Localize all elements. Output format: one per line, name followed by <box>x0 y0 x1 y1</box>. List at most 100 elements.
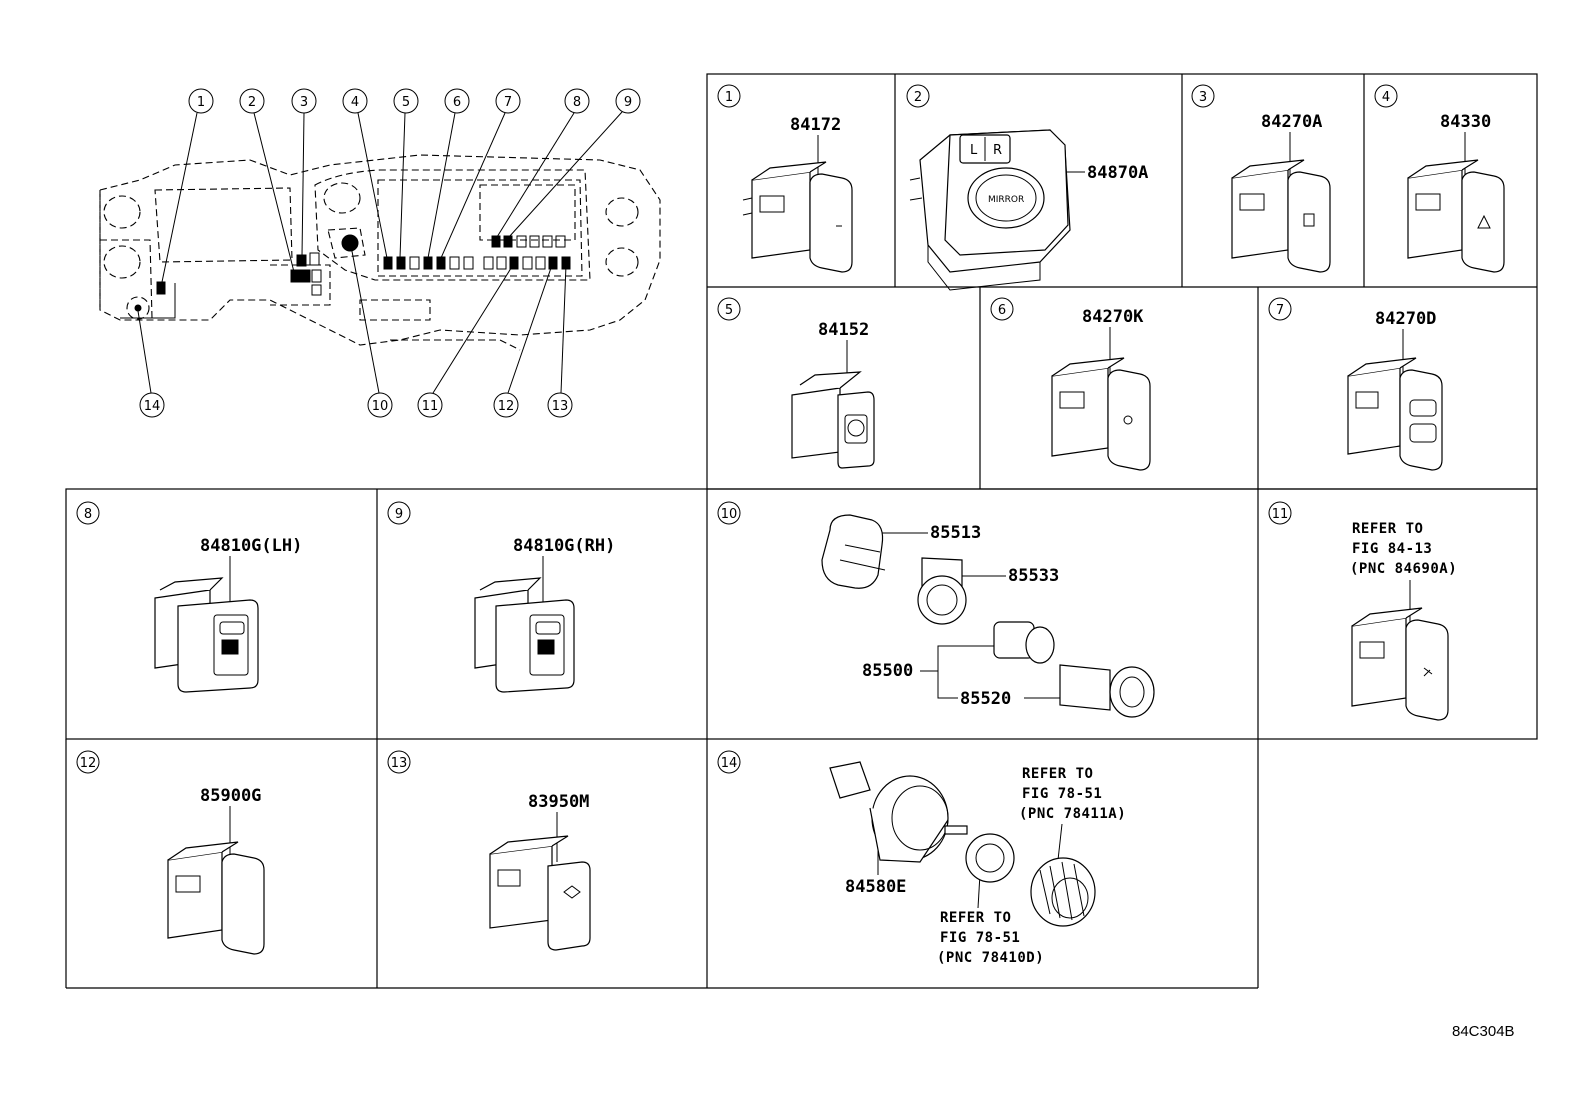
switch-11-icon <box>1351 607 1449 721</box>
svg-text:4: 4 <box>351 95 359 110</box>
dual-switch-icon <box>1347 357 1443 471</box>
svg-text:9: 9 <box>624 95 632 110</box>
svg-text:13: 13 <box>391 756 408 771</box>
svg-text:5: 5 <box>725 303 733 318</box>
panel-5: 5 84152 <box>717 297 875 469</box>
svg-text:84172: 84172 <box>790 115 841 135</box>
svg-text:10: 10 <box>721 507 738 522</box>
panel-1: 1 84172 <box>717 84 853 273</box>
callout-12: 12 <box>493 264 553 418</box>
svg-text:84152: 84152 <box>818 320 869 340</box>
panel-2: 2 84870A L R MIRROR <box>906 84 1148 291</box>
callout-2: 2 <box>239 88 295 273</box>
panel-4: 4 84330 <box>1374 84 1505 273</box>
panel-9: 9 84810G(RH) <box>387 501 615 693</box>
callout-4: 4 <box>342 88 388 259</box>
svg-text:3: 3 <box>300 95 308 110</box>
panel-12: 12 85900G <box>76 750 265 955</box>
callout-6: 6 <box>427 88 470 259</box>
svg-text:8: 8 <box>573 95 581 110</box>
panel-7: 7 84270D <box>1268 297 1443 471</box>
svg-text:REFER TO: REFER TO <box>940 910 1011 926</box>
switch-12-icon <box>167 841 265 955</box>
svg-text:L: L <box>970 143 978 158</box>
svg-text:85533: 85533 <box>1008 566 1059 586</box>
svg-text:85900G: 85900G <box>200 786 261 806</box>
hazard-switch-icon <box>1407 159 1505 273</box>
svg-text:85500: 85500 <box>862 661 913 681</box>
svg-text:84810G(LH): 84810G(LH) <box>200 536 302 556</box>
svg-text:11: 11 <box>422 399 439 414</box>
svg-text:(PNC 78411A): (PNC 78411A) <box>1019 806 1126 822</box>
svg-text:12: 12 <box>80 756 97 771</box>
cigarette-lighter-icon <box>821 514 1155 718</box>
svg-text:84270A: 84270A <box>1261 112 1322 132</box>
svg-text:7: 7 <box>1276 303 1284 318</box>
svg-text:3: 3 <box>1199 90 1207 105</box>
svg-text:1: 1 <box>197 95 205 110</box>
svg-text:7: 7 <box>504 95 512 110</box>
callout-10: 10 <box>350 245 393 418</box>
svg-text:11: 11 <box>1272 507 1289 522</box>
panel-14: 14 84580E REFER TO FIG 78-51 (PNC 78411A… <box>717 750 1126 966</box>
defogger-switch-icon <box>1051 357 1151 471</box>
dashboard-overview <box>99 154 661 351</box>
svg-text:10: 10 <box>372 399 389 414</box>
svg-text:MIRROR: MIRROR <box>988 195 1024 205</box>
mirror-heater-switch-icon <box>791 371 875 469</box>
svg-text:84270K: 84270K <box>1082 307 1144 327</box>
svg-text:84330: 84330 <box>1440 112 1491 132</box>
power-window-switch-rh-icon <box>474 577 575 693</box>
svg-text:REFER TO: REFER TO <box>1352 521 1423 537</box>
svg-text:6: 6 <box>998 303 1006 318</box>
callout-3: 3 <box>291 88 317 257</box>
svg-text:FIG 78-51: FIG 78-51 <box>940 930 1020 946</box>
panel-8: 8 84810G(LH) <box>76 501 302 693</box>
callout-8: 8 <box>496 88 590 238</box>
svg-text:12: 12 <box>498 399 515 414</box>
svg-text:84810G(RH): 84810G(RH) <box>513 536 615 556</box>
callout-14: 14 <box>137 310 165 418</box>
callout-7: 7 <box>440 88 521 259</box>
svg-text:14: 14 <box>144 399 161 414</box>
mirror-switch-icon: L R MIRROR <box>909 129 1071 291</box>
svg-text:84270D: 84270D <box>1375 309 1436 329</box>
switch-13-icon <box>489 835 591 951</box>
svg-text:13: 13 <box>552 399 569 414</box>
overview-callouts: 1 2 3 4 5 6 7 8 9 14 10 11 12 13 <box>137 88 641 418</box>
svg-text:FIG 84-13: FIG 84-13 <box>1352 541 1432 557</box>
callout-5: 5 <box>393 88 419 259</box>
svg-text:(PNC 78410D): (PNC 78410D) <box>937 950 1044 966</box>
svg-text:FIG 78-51: FIG 78-51 <box>1022 786 1102 802</box>
svg-text:83950M: 83950M <box>528 792 589 812</box>
svg-text:8: 8 <box>84 507 92 522</box>
panel-11: 11 REFER TO FIG 84-13 (PNC 84690A) <box>1268 501 1457 721</box>
panel-10: 10 85513 85533 85500 85520 <box>717 501 1155 718</box>
seat-heater-switch-icon <box>1231 159 1331 273</box>
power-window-switch-lh-icon <box>154 577 259 693</box>
switch-row-lower <box>383 235 571 270</box>
svg-text:REFER TO: REFER TO <box>1022 766 1093 782</box>
callout-9: 9 <box>508 88 641 238</box>
svg-text:84870A: 84870A <box>1087 163 1148 183</box>
switch-icon <box>742 161 853 273</box>
svg-text:(PNC 84690A): (PNC 84690A) <box>1350 561 1457 577</box>
svg-text:6: 6 <box>453 95 461 110</box>
diagram-code: 84C304B <box>1452 1023 1515 1040</box>
svg-text:84580E: 84580E <box>845 877 906 897</box>
panel-grid <box>65 73 1538 989</box>
svg-text:9: 9 <box>395 507 403 522</box>
callout-1: 1 <box>161 88 214 283</box>
svg-text:5: 5 <box>402 95 410 110</box>
rheostat-switch-icon <box>829 761 1096 927</box>
callout-11: 11 <box>417 264 514 418</box>
svg-text:2: 2 <box>248 95 256 110</box>
svg-text:2: 2 <box>914 90 922 105</box>
callout-13: 13 <box>547 264 573 418</box>
panel-3: 3 84270A <box>1191 84 1331 273</box>
svg-text:85520: 85520 <box>960 689 1011 709</box>
panel-13: 13 83950M <box>387 750 591 951</box>
svg-text:1: 1 <box>725 90 733 105</box>
panel-6: 6 84270K <box>990 297 1151 471</box>
